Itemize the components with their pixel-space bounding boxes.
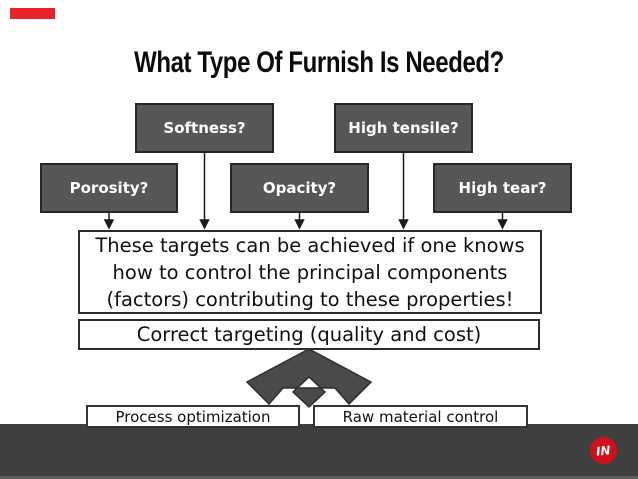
outcome-box-raw-material-control: Raw material control (313, 405, 528, 428)
property-box-label: Softness? (163, 119, 246, 137)
logo-icon: IN (590, 437, 617, 464)
targeting-label: Correct targeting (quality and cost) (136, 323, 482, 346)
statement-line-2: how to control the principal components (112, 260, 508, 284)
arrow-from-opacity (294, 213, 305, 230)
property-box-label: High tensile? (348, 119, 459, 137)
property-box-label: High tear? (458, 179, 547, 197)
split-down-arrow (245, 348, 373, 409)
statement-line-1: These targets can be achieved if one kno… (95, 233, 525, 257)
arrow-from-porosity (103, 213, 115, 230)
property-box-label: Opacity? (262, 179, 337, 197)
arrow-from-high-tear (497, 213, 508, 230)
property-box-porosity: Porosity? (40, 163, 178, 213)
statement-line-3: (factors) contributing to these properti… (106, 287, 514, 311)
property-box-label: Porosity? (69, 179, 149, 197)
footer-bottom-strip (0, 476, 638, 479)
arrow-from-softness (199, 153, 210, 230)
arrow-from-high-tensile (398, 153, 409, 230)
targeting-box: Correct targeting (quality and cost) (78, 319, 540, 350)
outcome-box-label: Process optimization (115, 407, 271, 426)
outcome-box-process-optimization: Process optimization (86, 405, 300, 428)
footer-bar (0, 424, 638, 479)
statement-box: These targets can be achieved if one kno… (78, 230, 542, 314)
property-box-high-tensile: High tensile? (334, 103, 473, 153)
logo-text: IN (595, 442, 612, 459)
property-box-high-tear: High tear? (433, 163, 572, 213)
outcome-box-label: Raw material control (342, 407, 499, 426)
property-box-opacity: Opacity? (230, 163, 369, 213)
slide-title: What Type Of Furnish Is Needed? (134, 46, 504, 79)
property-box-softness: Softness? (135, 103, 274, 153)
red-progress-bar (10, 8, 55, 19)
